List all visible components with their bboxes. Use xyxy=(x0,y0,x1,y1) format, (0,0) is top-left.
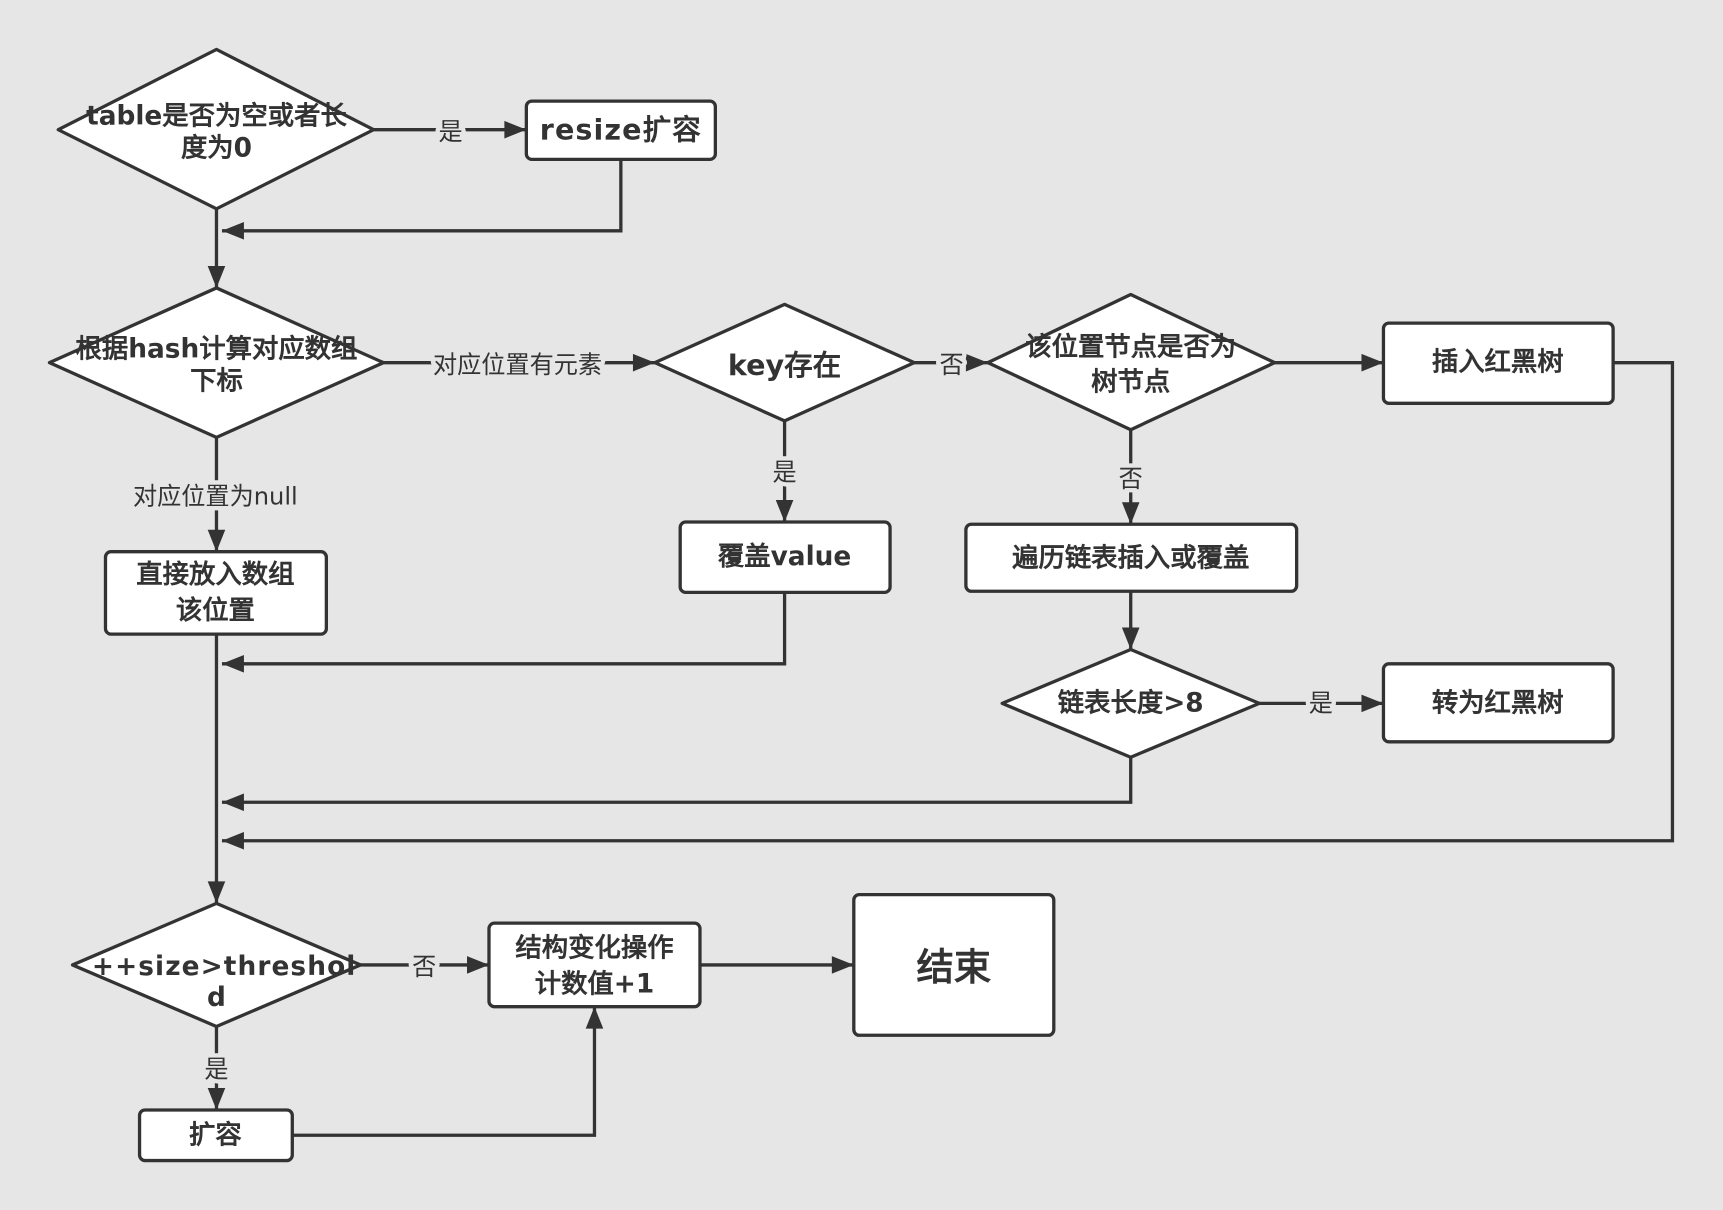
node-text-line: 树节点 xyxy=(1091,366,1170,397)
decision-diamond xyxy=(653,302,916,423)
process-box xyxy=(1381,321,1615,405)
node-text-line: 结构变化操作 xyxy=(515,932,673,963)
decision-diamond xyxy=(70,901,363,1029)
decision-diamond xyxy=(986,292,1277,432)
process-box xyxy=(964,522,1299,593)
node-check-table-empty: table是否为空或者长 度为0 xyxy=(56,47,376,211)
node-expand: 扩容 xyxy=(137,1108,294,1163)
label-key-yes: 是 xyxy=(772,459,796,487)
process-box xyxy=(487,921,702,1009)
node-text-line: 下标 xyxy=(190,366,243,396)
node-traverse-list: 遍历链表插入或覆盖 xyxy=(964,522,1299,593)
process-box xyxy=(678,520,892,595)
node-text-line: d xyxy=(207,983,226,1013)
node-text-line: 直接放入数组 xyxy=(136,559,294,590)
edge-overwrite-return xyxy=(221,592,787,673)
process-box xyxy=(137,1108,294,1163)
label-size-yes: 是 xyxy=(204,1055,228,1083)
node-list-length: 链表长度>8 xyxy=(1000,647,1261,759)
node-overwrite-value: 覆盖value xyxy=(678,520,892,595)
label-table-empty-yes: 是 xyxy=(438,118,462,146)
node-is-tree-node: 该位置节点是否为 树节点 xyxy=(986,292,1277,432)
edge-insert-rbtree-return xyxy=(221,361,1675,850)
node-text-line: 遍历链表插入或覆盖 xyxy=(1012,542,1249,573)
node-text-line: table是否为空或者长 xyxy=(86,100,347,131)
node-insert-rbtree: 插入红黑树 xyxy=(1381,321,1615,405)
node-text-line: 链表长度>8 xyxy=(1058,687,1204,718)
edge-labels: 是 对应位置有元素 否 是 否 对应位置为null 是 否 是 xyxy=(129,113,1338,1087)
node-text-line: 该位置节点是否为 xyxy=(1025,331,1236,362)
node-text-line: 计数值+1 xyxy=(535,970,655,1000)
node-text-line: ++size>threshol xyxy=(92,952,357,982)
node-text-line: 插入红黑树 xyxy=(1432,347,1564,378)
node-text-line: 度为0 xyxy=(181,132,252,163)
process-box xyxy=(103,550,329,636)
label-length-yes: 是 xyxy=(1309,689,1333,717)
edge-resize-return xyxy=(221,159,623,240)
node-text-line: 结束 xyxy=(916,945,991,989)
decision-diamond xyxy=(56,47,376,211)
decision-diamond xyxy=(1000,647,1261,759)
node-text-line: 根据hash计算对应数组 xyxy=(76,333,358,364)
label-size-no: 否 xyxy=(412,953,436,981)
node-text-line: 扩容 xyxy=(189,1119,242,1150)
label-is-null: 对应位置为null xyxy=(133,483,298,511)
node-text-line: 转为红黑树 xyxy=(1432,687,1564,718)
node-size-check: ++size>threshol d xyxy=(70,901,363,1029)
process-box xyxy=(1381,662,1615,744)
edge-length-return xyxy=(221,757,1133,812)
node-text-line: key存在 xyxy=(728,348,841,382)
label-key-no: 否 xyxy=(940,351,964,379)
node-text-line: resize扩容 xyxy=(540,113,702,147)
edges xyxy=(207,120,1675,1137)
label-tree-no: 否 xyxy=(1119,465,1143,493)
node-put-direct: 直接放入数组 该位置 xyxy=(103,550,329,636)
node-key-exists: key存在 xyxy=(653,302,916,423)
terminal-box xyxy=(852,892,1056,1037)
node-to-rbtree: 转为红黑树 xyxy=(1381,662,1615,744)
node-end: 结束 xyxy=(852,892,1056,1037)
decision-diamond xyxy=(47,286,386,440)
node-resize: resize扩容 xyxy=(524,99,718,162)
edge-expand-to-mod-count xyxy=(292,1006,604,1137)
node-text-line: 该位置 xyxy=(176,595,255,626)
node-text-line: 覆盖value xyxy=(717,541,851,572)
label-has-element: 对应位置有元素 xyxy=(433,351,602,379)
node-hash-index: 根据hash计算对应数组 下标 xyxy=(47,286,386,440)
process-box xyxy=(524,99,718,162)
node-mod-count: 结构变化操作 计数值+1 xyxy=(487,921,702,1009)
